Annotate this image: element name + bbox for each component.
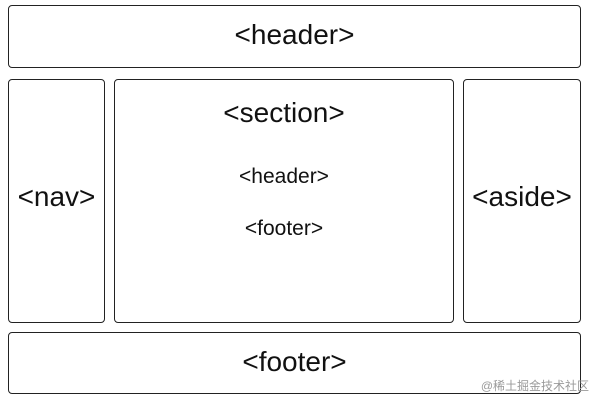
nav-region-label: <nav> (17, 181, 96, 212)
section-region-box: <section> <header> <footer> (114, 79, 454, 323)
aside-region-label: <aside> (472, 181, 572, 212)
footer-region-label: <footer> (242, 346, 347, 377)
section-inner-footer-label: <footer> (244, 217, 324, 240)
header-region-box: <header> (8, 5, 581, 68)
nav-region-box: <nav> (8, 79, 105, 323)
watermark-text: @稀土掘金技术社区 (480, 379, 589, 393)
aside-region-box: <aside> (463, 79, 581, 323)
section-inner-header-label: <header> (239, 165, 329, 188)
header-region-label: <header> (234, 19, 355, 50)
section-region-label: <section> (223, 97, 345, 128)
footer-region-box: <footer> (8, 332, 581, 394)
